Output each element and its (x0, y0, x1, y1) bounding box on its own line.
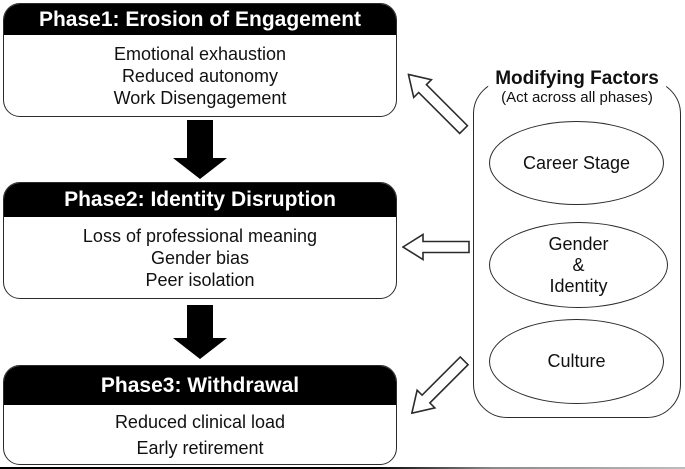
phase3-body: Reduced clinical load Early retirement (4, 405, 396, 464)
factor-career-stage: Career Stage (489, 121, 664, 205)
figure-bottom-edge-line (0, 467, 685, 469)
phase1-box: Phase1: Erosion of Engagement Emotional … (3, 3, 397, 117)
phase2-item-3: Peer isolation (145, 269, 255, 290)
phase3-item-1: Reduced clinical load (114, 411, 286, 432)
factor-gender-line-1: Gender (548, 233, 609, 254)
phase3-item-2: Early retirement (136, 437, 264, 458)
phase2-body: Loss of professional meaning Gender bias… (4, 217, 396, 298)
factor-career-stage-label: Career Stage (522, 152, 631, 173)
phase1-body: Emotional exhaustion Reduced autonomy Wo… (4, 35, 396, 116)
factor-gender-line-2: & (572, 254, 585, 275)
modifying-factors-panel: Modifying Factors (Act across all phases… (473, 68, 681, 418)
modifying-factors-subtitle: (Act across all phases) (501, 89, 653, 106)
down-arrow-icon (173, 120, 227, 179)
phase1-item-2: Reduced autonomy (121, 65, 279, 86)
modifying-factors-title: Modifying Factors (488, 68, 666, 90)
phase2-title: Phase2: Identity Disruption (4, 183, 396, 217)
phase3-box: Phase3: Withdrawal Reduced clinical load… (3, 365, 397, 465)
hollow-arrow-left-icon (402, 233, 470, 261)
factor-culture: Culture (489, 319, 664, 404)
phase1-item-3: Work Disengagement (113, 87, 287, 108)
down-arrow-icon (173, 305, 227, 359)
phase1-title: Phase1: Erosion of Engagement (4, 4, 396, 35)
hollow-arrow-down-left-icon (410, 355, 470, 415)
factor-gender-line-3: Identity (549, 275, 608, 296)
hollow-arrow-up-left-icon (407, 73, 469, 135)
phase2-item-1: Loss of professional meaning (82, 225, 318, 246)
factor-gender-identity: Gender & Identity (489, 222, 668, 308)
phase1-item-1: Emotional exhaustion (113, 43, 287, 64)
phase2-box: Phase2: Identity Disruption Loss of prof… (3, 182, 397, 299)
phase2-item-2: Gender bias (150, 247, 250, 268)
factor-culture-label: Culture (547, 351, 606, 371)
phase3-title: Phase3: Withdrawal (4, 366, 396, 405)
